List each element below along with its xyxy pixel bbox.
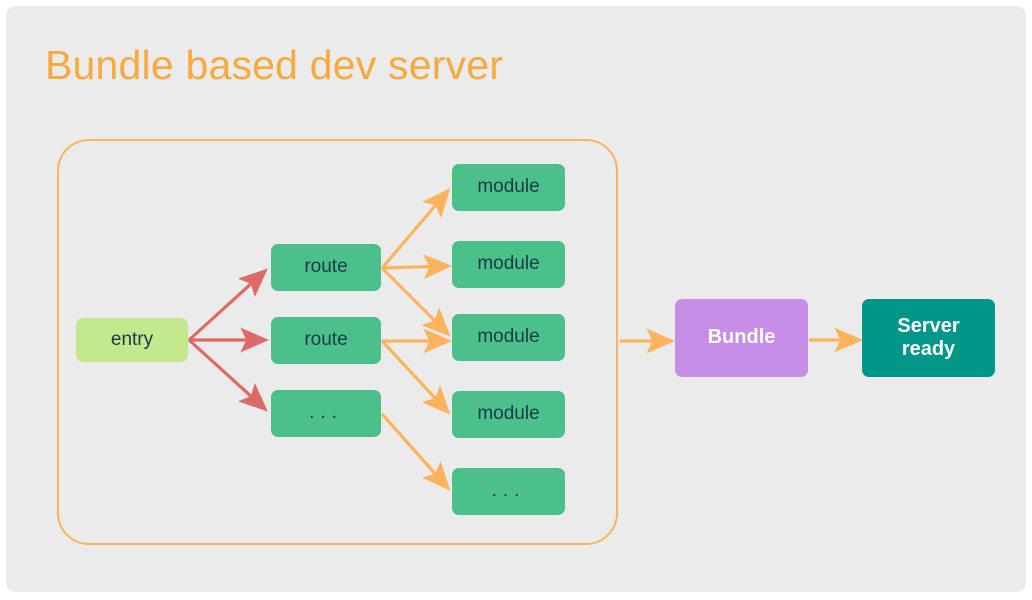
node-route-1-label: route [304, 256, 348, 278]
node-route-3-ellipsis[interactable]: ... [271, 390, 381, 437]
node-server-ready-label-line2: ready [901, 338, 956, 360]
node-module-3-label: module [477, 326, 540, 348]
edge-route-1-to-module-1 [380, 188, 451, 270]
node-route-3-label: ... [309, 402, 343, 424]
node-module-5-ellipsis[interactable]: ... [452, 468, 565, 515]
node-module-4[interactable]: module [452, 391, 565, 438]
page-title: Bundle based dev server [45, 42, 504, 88]
bundling-group-container [57, 139, 618, 545]
node-module-1[interactable]: module [452, 164, 565, 211]
node-entry[interactable]: entry [76, 318, 188, 362]
edge-route-2-to-module-4 [380, 339, 451, 415]
node-module-2-label: module [477, 253, 540, 275]
node-route-2-label: route [304, 329, 348, 351]
node-entry-label: entry [110, 328, 154, 350]
node-bundle-label: Bundle [707, 326, 776, 349]
node-module-3[interactable]: module [452, 314, 565, 361]
node-server-ready[interactable]: Server ready [862, 299, 995, 377]
edge-entry-to-route-1 [187, 268, 268, 342]
node-module-1-label: module [477, 176, 540, 198]
edge-route-3-to-module-5 [380, 412, 451, 491]
node-server-ready-label-line1: Server [897, 314, 960, 337]
node-module-4-label: module [477, 403, 540, 425]
edge-route-1-to-module-2 [381, 254, 453, 280]
edge-route-1-to-module-3 [380, 266, 451, 337]
node-bundle[interactable]: Bundle [675, 299, 808, 377]
node-route-1[interactable]: route [271, 244, 381, 291]
node-module-2[interactable]: module [452, 241, 565, 288]
edge-entry-to-route-3 [187, 338, 268, 412]
node-route-2[interactable]: route [271, 317, 381, 364]
node-module-5-label: ... [491, 480, 526, 502]
